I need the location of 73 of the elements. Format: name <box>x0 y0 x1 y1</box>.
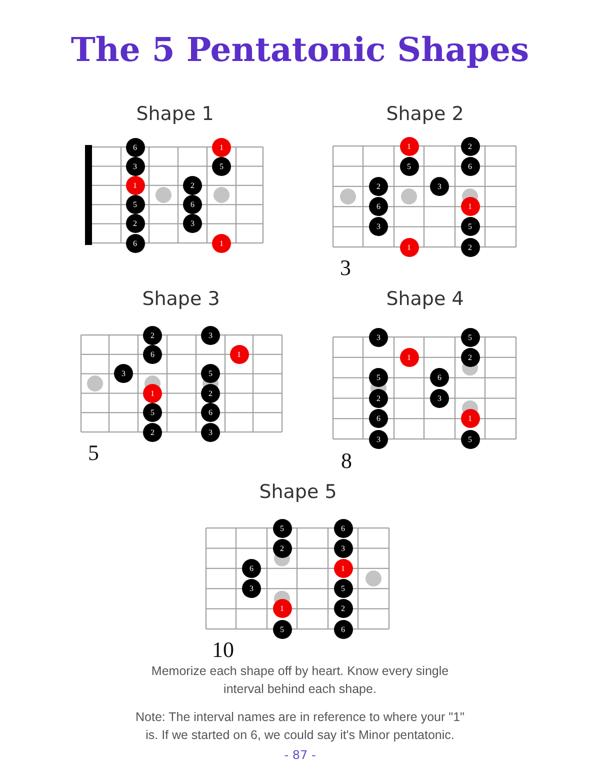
page-number: - 87 - <box>283 748 317 762</box>
shape-heading: Shape 1 <box>136 103 214 125</box>
interval-dot: 3 <box>201 422 220 442</box>
interval-dot: 2 <box>201 384 220 403</box>
interval-dot: 1 <box>272 599 292 618</box>
interval-dot: 2 <box>334 599 352 618</box>
interval-dot: 5 <box>212 156 231 176</box>
interval-dot: 6 <box>334 620 352 638</box>
interval-dot: 5 <box>143 403 162 422</box>
interval-dot: 1 <box>400 136 418 156</box>
interval-dot: 5 <box>272 620 292 638</box>
interval-dot: 2 <box>369 388 388 408</box>
interval-dot: 3 <box>183 214 202 234</box>
fret-number: 10 <box>212 637 234 663</box>
interval-dot: 5 <box>126 195 144 214</box>
shape-heading: Shape 3 <box>142 288 220 310</box>
interval-dot: 3 <box>430 176 449 196</box>
interval-dot: 5 <box>400 156 418 176</box>
note-paragraph: Note: The interval names are in reference to where your "1" is. If we started on 6, we could say it's Minor pentatonic. <box>134 709 466 744</box>
fret-number: 3 <box>340 255 351 281</box>
interval-dot: 1 <box>212 234 231 252</box>
interval-dot: 3 <box>369 217 388 236</box>
interval-dot: 3 <box>242 579 261 598</box>
interval-dot: 3 <box>369 430 388 448</box>
interval-dot: 2 <box>143 422 162 442</box>
interval-dot: 1 <box>334 558 352 578</box>
interval-dot: 5 <box>460 217 480 236</box>
interval-dot: 5 <box>334 579 352 598</box>
interval-dot: 2 <box>369 176 388 196</box>
interval-dot: 1 <box>126 176 144 195</box>
fret-number: 8 <box>341 448 352 474</box>
interval-dot: 5 <box>272 518 292 538</box>
interval-dot: 3 <box>201 326 220 344</box>
interval-dot: 5 <box>460 328 480 346</box>
interval-dot: 2 <box>143 326 162 344</box>
page-title: The 5 Pentatonic Shapes <box>70 30 530 69</box>
interval-dot: 1 <box>460 409 480 428</box>
interval-dot: 5 <box>460 430 480 448</box>
interval-dot: 1 <box>212 138 231 156</box>
interval-dot: 3 <box>114 364 133 384</box>
fret-number: 5 <box>88 440 99 466</box>
interval-dot: 6 <box>126 138 144 156</box>
interval-dot: 6 <box>143 344 162 364</box>
interval-dot: 6 <box>242 558 261 578</box>
interval-dot: 1 <box>230 344 248 364</box>
interval-dot: 6 <box>369 409 388 428</box>
interval-dot: 6 <box>334 518 352 538</box>
interval-dot: 1 <box>143 384 162 403</box>
interval-dot: 6 <box>126 234 144 252</box>
interval-dot: 6 <box>183 195 202 214</box>
shape-heading: Shape 2 <box>386 103 464 125</box>
interval-dot: 2 <box>460 238 480 256</box>
interval-dot: 6 <box>430 368 449 388</box>
interval-dot: 1 <box>400 348 418 367</box>
interval-dot: 3 <box>334 538 352 558</box>
note-paragraph: Memorize each shape off by heart. Know every single interval behind each shape. <box>150 663 450 698</box>
interval-dot: 1 <box>400 238 418 256</box>
interval-dot: 2 <box>460 348 480 367</box>
interval-dot: 3 <box>430 388 449 408</box>
interval-dot: 2 <box>183 176 202 195</box>
interval-dot: 3 <box>369 328 388 346</box>
interval-dot: 5 <box>201 364 220 384</box>
interval-dot: 1 <box>460 197 480 216</box>
interval-dot: 6 <box>201 403 220 422</box>
interval-dot: 3 <box>126 156 144 176</box>
interval-dot: 5 <box>369 368 388 388</box>
interval-dot: 2 <box>272 538 292 558</box>
shape-heading: Shape 5 <box>259 481 337 503</box>
interval-dot: 6 <box>460 156 480 176</box>
interval-dot: 2 <box>460 136 480 156</box>
interval-dot: 6 <box>369 197 388 216</box>
shape-heading: Shape 4 <box>386 288 464 310</box>
interval-dot: 2 <box>126 214 144 234</box>
